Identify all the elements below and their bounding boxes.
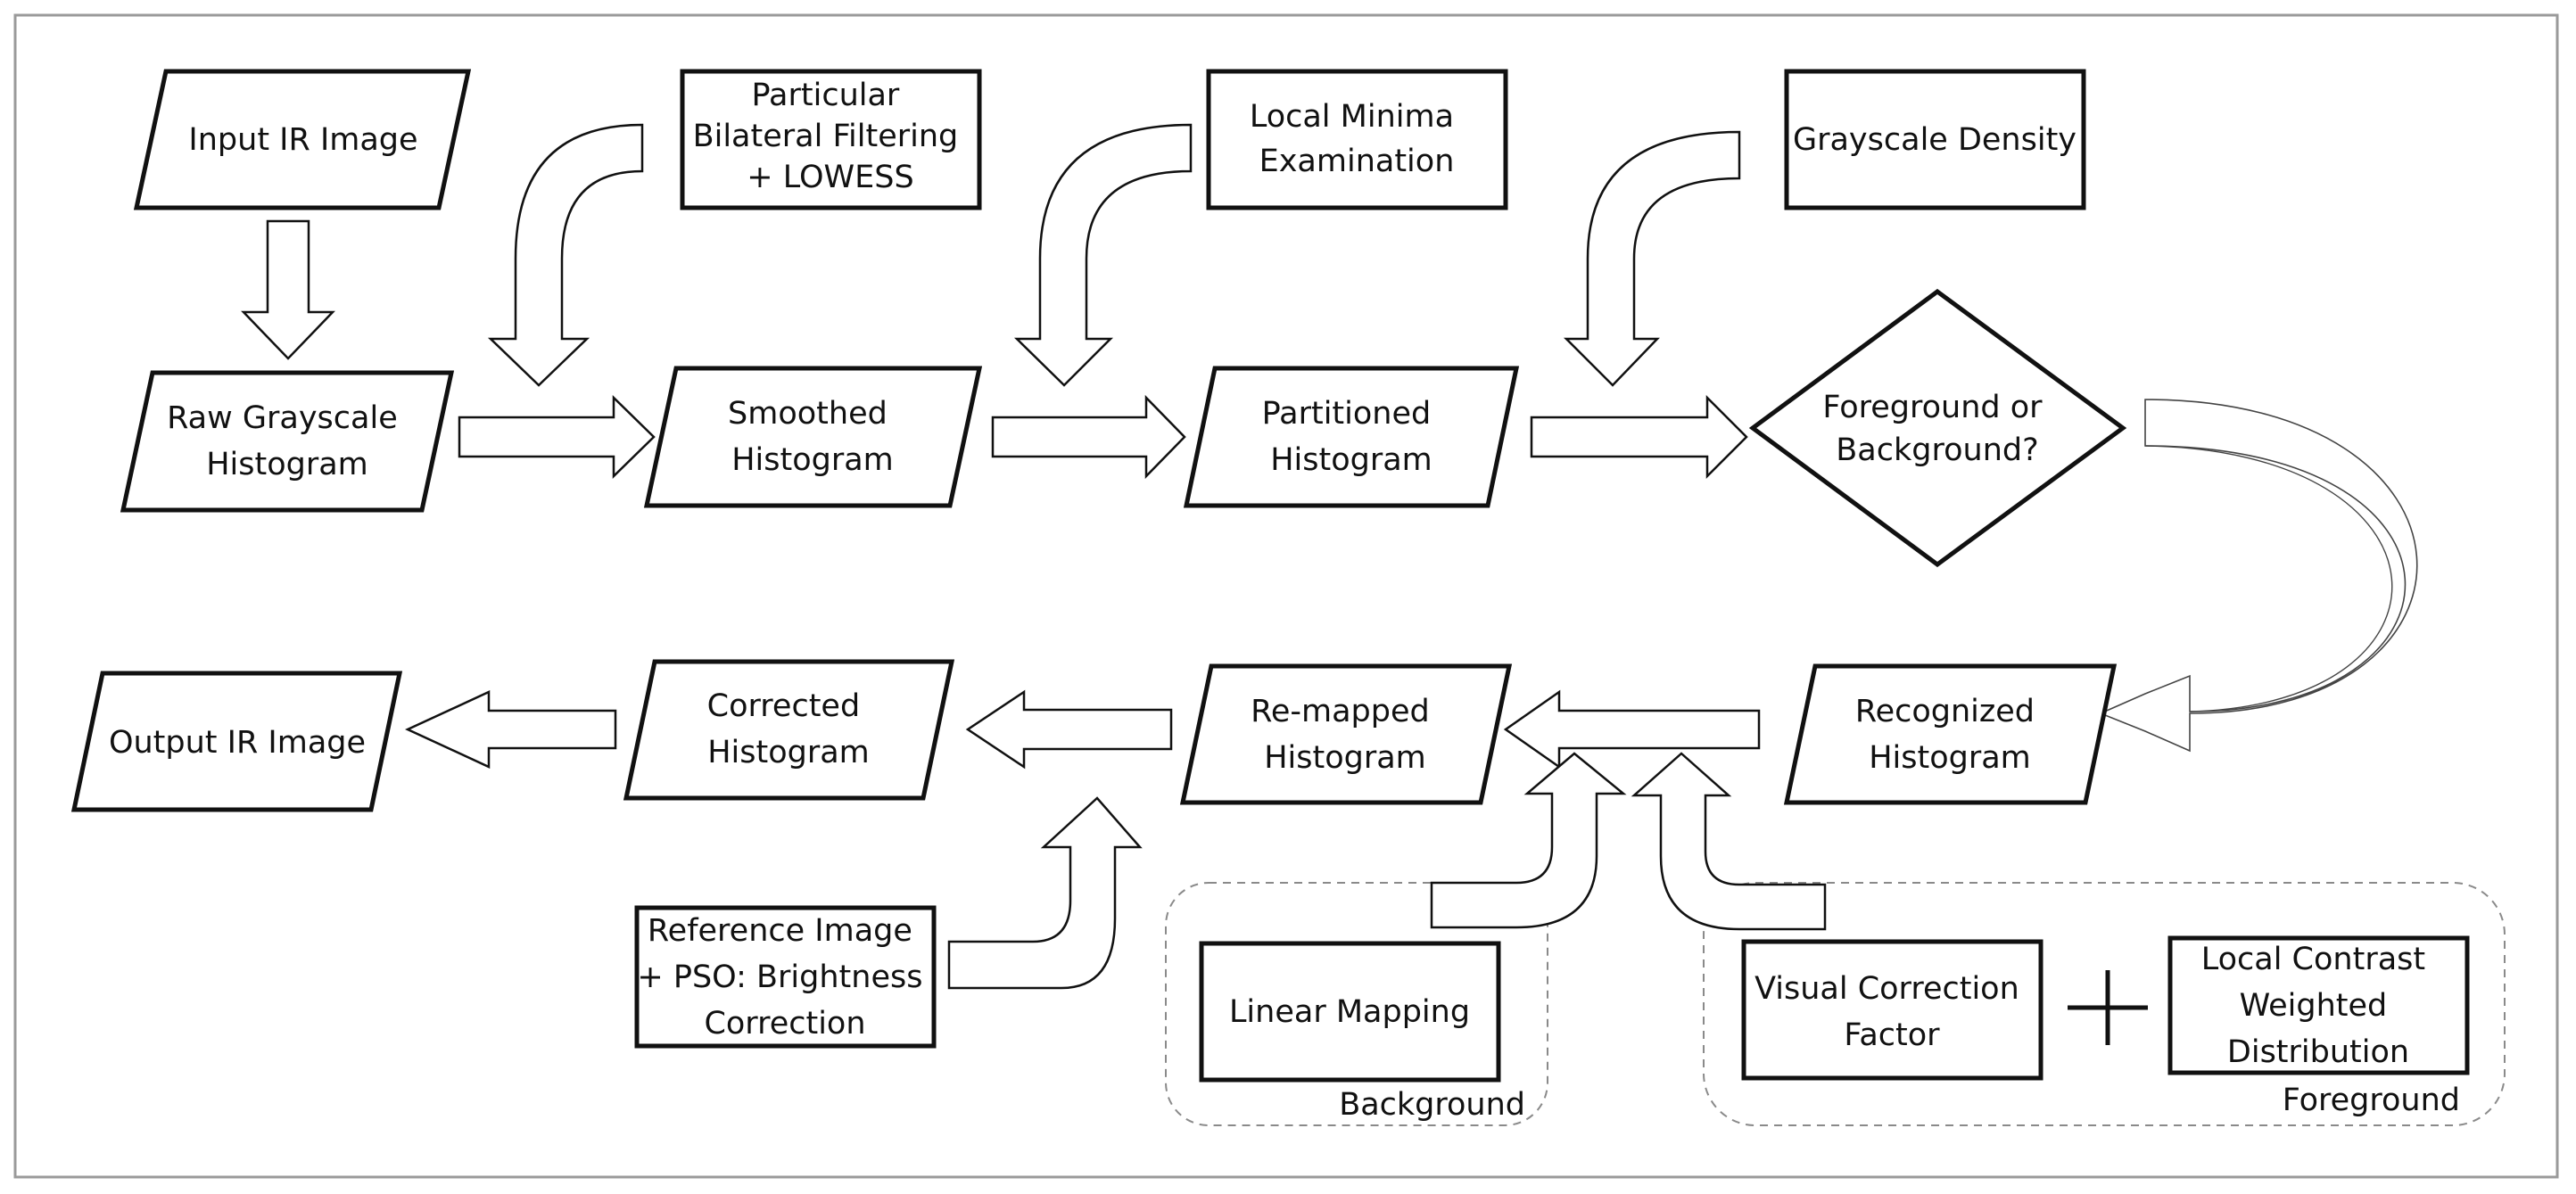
- partitioned-histogram-node: [1183, 366, 1520, 508]
- visual-correction-node: [1741, 939, 2043, 1081]
- remapped-histogram-node: [1179, 663, 1513, 805]
- reference-image-label: Reference Image + PSO: Brightness Correc…: [637, 913, 932, 1042]
- grayscale-density-node: [1784, 69, 2086, 210]
- arrow-decision-to-recognized-inner: [2144, 445, 2393, 712]
- foreground-group-label: Foreground: [2283, 1083, 2460, 1118]
- raw-histogram-label: Raw Grayscale Histogram: [167, 400, 408, 482]
- smoothed-histogram-node: [643, 366, 983, 508]
- decision-label: Foreground or Background?: [1822, 390, 2052, 468]
- output-ir-image-label: Output IR Image: [109, 725, 366, 761]
- arrow-linear-to-remapped: [1430, 752, 1627, 929]
- recognized-histogram-node: [1783, 663, 2118, 805]
- linear-mapping-label: Linear Mapping: [1229, 994, 1470, 1030]
- local-contrast-node: [2167, 935, 2470, 1075]
- arrow-smoothed-to-partitioned: [991, 394, 1186, 480]
- foreground-group: [1703, 882, 2506, 1126]
- local-minima-node: [1206, 69, 1508, 210]
- bilateral-filtering-label: Particular Bilateral Filtering + LOWESS: [693, 78, 969, 195]
- output-ir-image-node: [70, 671, 403, 812]
- partitioned-histogram-label: Partitioned Histogram: [1262, 396, 1441, 478]
- arrow-filtering-to-smoothed: [487, 123, 644, 387]
- visual-correction-label: Visual Correction Factor: [1754, 971, 2029, 1053]
- recognized-histogram-label: Recognized Histogram: [1855, 694, 2044, 776]
- arrow-minima-to-partitioned: [1013, 123, 1193, 387]
- arrow-recognized-to-remapped: [1503, 689, 1761, 770]
- arrow-decision-to-recognized: [2098, 399, 2418, 753]
- remapped-histogram-label: Re-mapped Histogram: [1251, 694, 1440, 776]
- reference-image-node: [634, 905, 937, 1049]
- background-group: [1165, 882, 1548, 1126]
- outer-frame: [13, 13, 2559, 1179]
- input-ir-image-node: [133, 69, 472, 210]
- linear-mapping-node: [1199, 941, 1501, 1083]
- corrected-histogram-label: Corrected Histogram: [707, 688, 871, 770]
- decision-node: [1748, 288, 2127, 568]
- raw-histogram-node: [120, 370, 455, 513]
- arrow-corrected-to-output: [405, 690, 617, 769]
- arrow-reference-to-remapped: [947, 796, 1143, 990]
- grayscale-density-label: Grayscale Density: [1793, 122, 2076, 158]
- bilateral-filtering-node: [680, 69, 982, 210]
- smoothed-histogram-label: Smoothed Histogram: [728, 396, 897, 478]
- input-ir-image-label: Input IR Image: [188, 122, 417, 158]
- arrow-input-to-raw: [241, 219, 335, 360]
- arrow-foreground-to-remapped: [1631, 752, 1827, 931]
- local-minima-label: Local Minima Examination: [1250, 99, 1464, 179]
- arrow-raw-to-smoothed: [458, 395, 656, 479]
- arrow-density-to-decision: [1563, 130, 1741, 387]
- corrected-histogram-node: [623, 659, 955, 801]
- local-contrast-label: Local Contrast Weighted Distribution: [2201, 942, 2436, 1070]
- arrow-remapped-to-corrected: [965, 689, 1173, 770]
- arrow-partitioned-to-decision: [1530, 394, 1748, 480]
- background-group-label: Background: [1339, 1087, 1525, 1123]
